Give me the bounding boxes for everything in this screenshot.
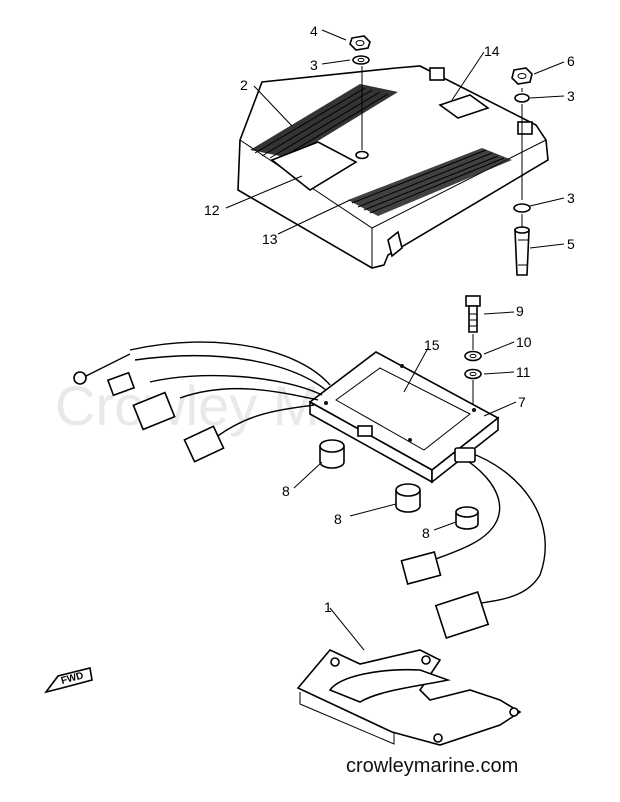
washer-part-11[interactable] bbox=[464, 368, 482, 380]
label-part-15 bbox=[335, 367, 471, 451]
washer-part-3-right[interactable] bbox=[514, 93, 530, 103]
washer-part-3-top[interactable] bbox=[352, 55, 370, 65]
washer-part-3-lower[interactable] bbox=[513, 203, 531, 213]
control-unit-part-7[interactable] bbox=[308, 351, 500, 484]
callout-7: 7 bbox=[518, 394, 526, 410]
callout-5: 5 bbox=[567, 236, 575, 252]
washer-part-10[interactable] bbox=[464, 350, 482, 362]
callout-14: 14 bbox=[484, 43, 500, 59]
leader-lines bbox=[225, 29, 565, 651]
spacer-part-5[interactable] bbox=[514, 226, 530, 276]
wire-harness-left[interactable] bbox=[73, 341, 331, 463]
fwd-arrow-icon: FWD bbox=[44, 667, 93, 694]
cover-part-2[interactable] bbox=[237, 65, 549, 269]
nut-part-6[interactable] bbox=[511, 67, 533, 85]
callout-3-lower: 3 bbox=[567, 190, 575, 206]
nut-part-4[interactable] bbox=[349, 35, 371, 51]
grommet-part-8-c[interactable] bbox=[455, 506, 479, 530]
callout-3-top: 3 bbox=[310, 57, 318, 73]
callout-2: 2 bbox=[240, 77, 248, 93]
wire-harness-right[interactable] bbox=[400, 447, 546, 639]
bolt-part-9[interactable] bbox=[465, 295, 481, 333]
grommet-part-8-b[interactable] bbox=[395, 483, 421, 513]
grommet-part-8-a[interactable] bbox=[319, 439, 345, 469]
callout-13: 13 bbox=[262, 231, 278, 247]
callout-8-c: 8 bbox=[422, 525, 430, 541]
callout-8-a: 8 bbox=[282, 483, 290, 499]
callout-15: 15 bbox=[424, 337, 440, 353]
label-part-12 bbox=[270, 141, 358, 191]
bracket-part-1[interactable] bbox=[296, 649, 522, 746]
callout-6: 6 bbox=[567, 53, 575, 69]
callout-4: 4 bbox=[310, 23, 318, 39]
callout-10: 10 bbox=[516, 334, 532, 350]
label-part-14 bbox=[438, 94, 490, 119]
site-url: crowleymarine.com bbox=[346, 755, 518, 777]
callout-labels: 4 3 2 14 6 3 3 5 12 13 9 10 11 7 15 8 8 … bbox=[204, 23, 575, 615]
callout-9: 9 bbox=[516, 303, 524, 319]
callout-11: 11 bbox=[516, 364, 531, 380]
callout-3-right: 3 bbox=[567, 88, 575, 104]
callout-1: 1 bbox=[324, 599, 332, 615]
callout-8-b: 8 bbox=[334, 511, 342, 527]
callout-12: 12 bbox=[204, 202, 220, 218]
